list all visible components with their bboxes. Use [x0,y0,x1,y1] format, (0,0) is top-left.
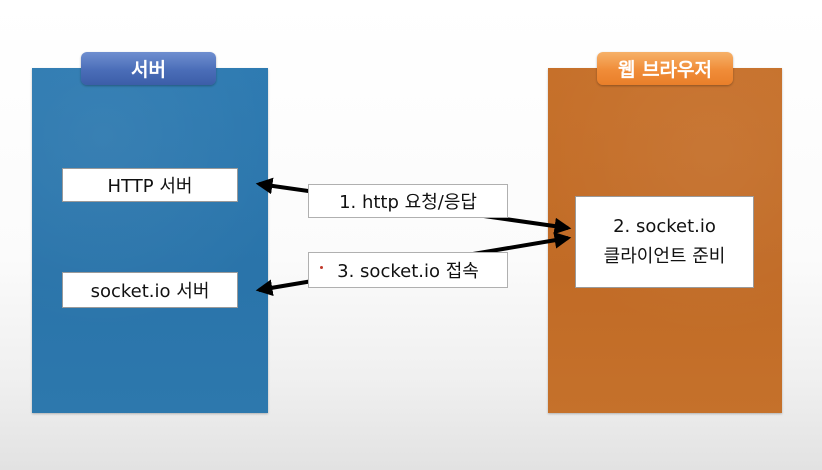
http-server-box: HTTP 서버 [62,168,238,202]
socketio-server-box: socket.io 서버 [62,272,238,308]
client-label-line1: 2. socket.io [613,216,716,237]
socketio-server-label: socket.io 서버 [90,281,210,302]
step1-text: 1. http 요청/응답 [339,192,477,213]
server-title: 서버 [81,52,216,85]
browser-title: 웹 브라우저 [597,52,733,85]
step1-label: 1. http 요청/응답 [308,184,508,218]
step3-label: 3. socket.io 접속 [308,252,508,288]
socketio-client-box: 2. socket.io 클라이언트 준비 [575,196,754,288]
client-label-line2: 클라이언트 준비 [603,246,726,267]
pointer-dot [320,266,323,269]
server-panel [32,68,268,413]
step3-text: 3. socket.io 접속 [337,261,479,282]
http-server-label: HTTP 서버 [107,176,193,197]
